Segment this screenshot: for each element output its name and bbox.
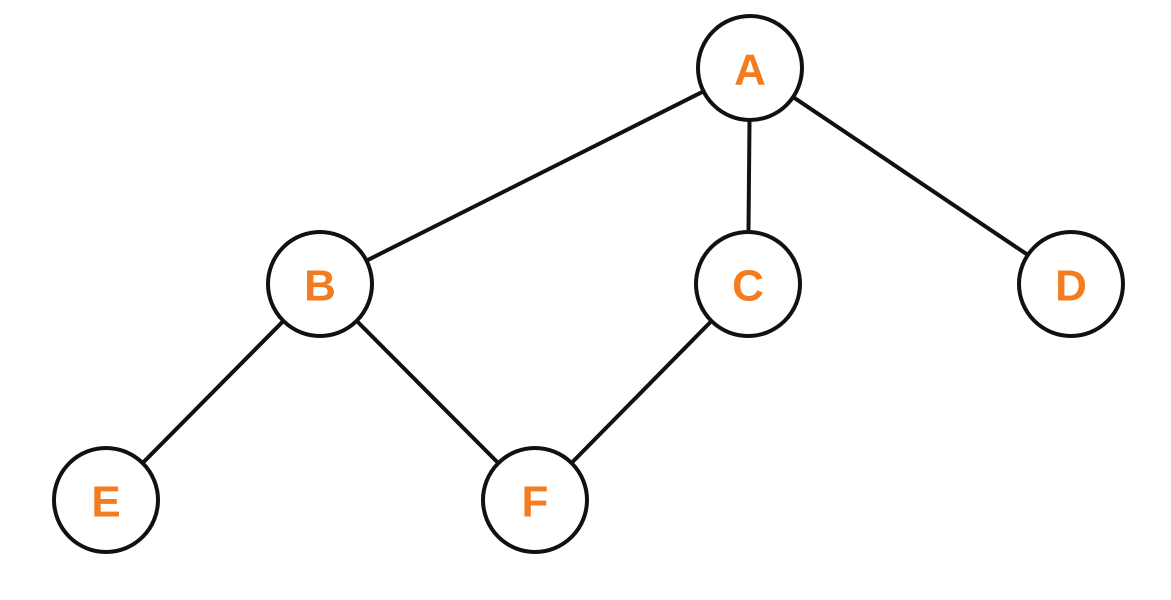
node-circle (694, 230, 802, 338)
node-label: B (304, 262, 336, 311)
node-b: B (266, 230, 374, 338)
edge-a-c (746, 117, 752, 235)
node-label: C (732, 262, 764, 311)
node-e: E (52, 446, 160, 554)
node-label: D (1055, 262, 1087, 311)
edges-layer (140, 89, 1030, 466)
node-label: E (91, 478, 120, 527)
nodes-layer: A B C D E F (52, 14, 1125, 554)
edge-b-e (140, 318, 286, 466)
node-a: A (696, 14, 804, 122)
node-circle (52, 446, 160, 554)
node-circle (1017, 230, 1125, 338)
node-circle (266, 230, 374, 338)
node-label: A (734, 46, 766, 95)
node-label: F (522, 478, 549, 527)
edge-a-b (364, 89, 706, 263)
edge-a-d (791, 95, 1030, 257)
node-circle (696, 14, 804, 122)
node-f: F (481, 446, 589, 554)
node-d: D (1017, 230, 1125, 338)
edge-c-f (569, 319, 714, 465)
node-c: C (694, 230, 802, 338)
edge-b-f (354, 318, 501, 466)
node-circle (481, 446, 589, 554)
